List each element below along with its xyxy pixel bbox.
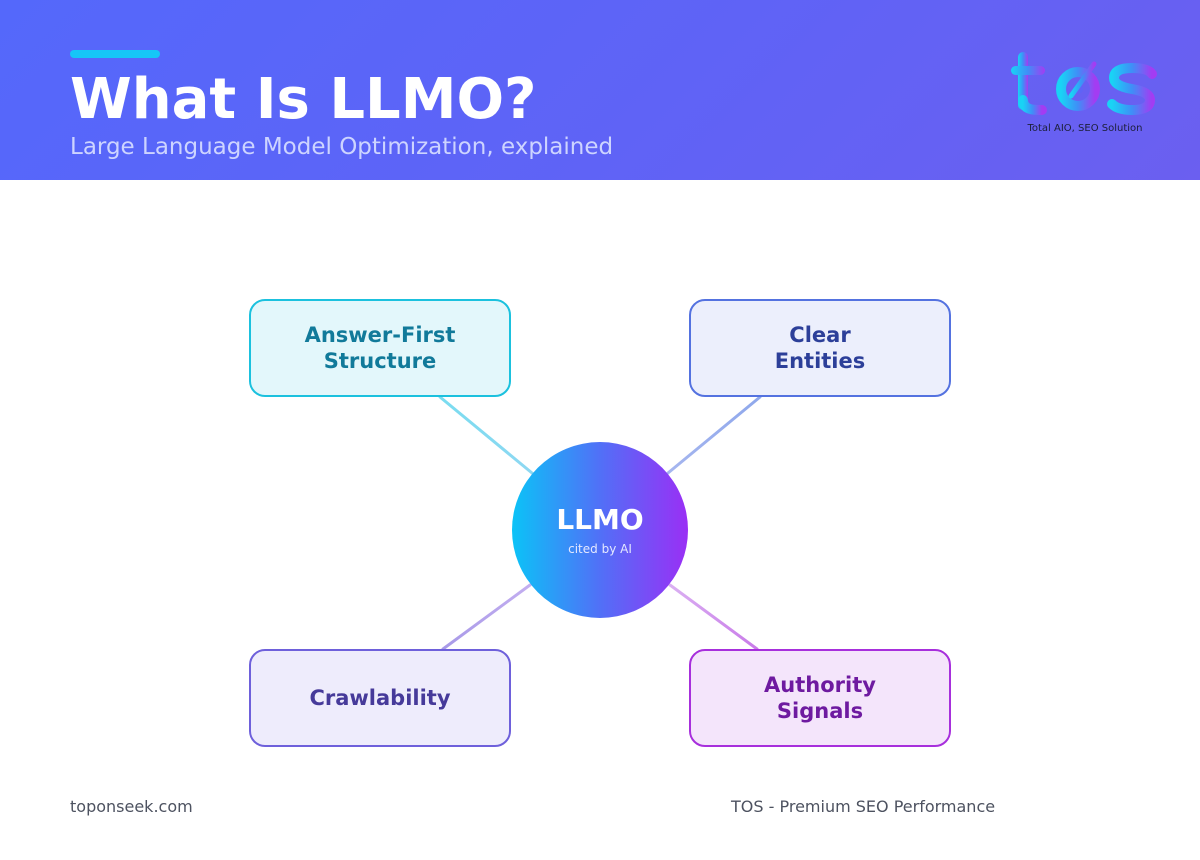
hub-title: LLMO: [556, 503, 644, 536]
connector-top-left: [438, 395, 534, 475]
node-label: Answer-First Structure: [304, 323, 456, 373]
node-authority-signals: Authority Signals: [689, 649, 951, 747]
connector-bottom-right: [668, 583, 759, 651]
node-answer-first-structure: Answer-First Structure: [249, 299, 511, 397]
connector-bottom-left: [441, 583, 532, 651]
hub-llmo: LLMO cited by AI: [512, 442, 688, 618]
page-title: What Is LLMO?: [70, 67, 537, 132]
logo-tagline: Total AIO, SEO Solution: [1027, 123, 1143, 134]
footer-website[interactable]: toponseek.com: [70, 797, 193, 816]
page-subtitle: Large Language Model Optimization, expla…: [70, 134, 614, 160]
connector-top-right: [666, 395, 762, 475]
node-label: Authority Signals: [764, 673, 876, 723]
tos-logo[interactable]: Total AIO, SEO Solution: [1008, 44, 1168, 140]
header-banner: What Is LLMO? Large Language Model Optim…: [0, 0, 1200, 180]
tos-logo-mark: [1011, 52, 1157, 116]
node-crawlability: Crawlability: [249, 649, 511, 747]
accent-bar: [70, 50, 160, 58]
node-label: Crawlability: [309, 686, 451, 710]
hub-subtitle: cited by AI: [568, 542, 632, 556]
node-clear-entities: Clear Entities: [689, 299, 951, 397]
footer-tagline: TOS - Premium SEO Performance: [731, 797, 996, 816]
node-label: Clear Entities: [774, 323, 866, 373]
